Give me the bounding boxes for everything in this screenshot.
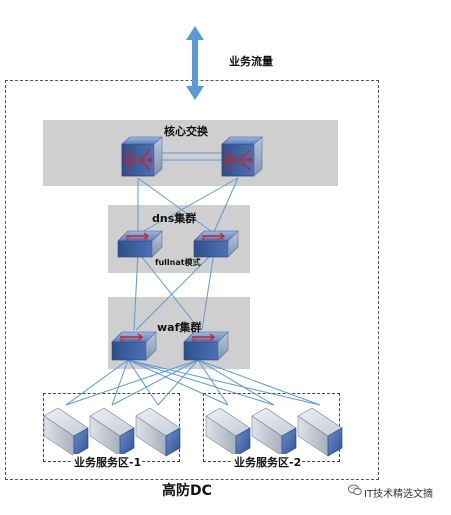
fullnat-mode-label: fullnat模式 <box>155 258 201 267</box>
server-icon <box>135 407 181 457</box>
link-lines <box>65 152 321 406</box>
waf-server-link <box>111 359 129 406</box>
core-dns-link <box>213 177 239 233</box>
waf-server-link <box>197 359 275 406</box>
waf-server-link <box>65 359 199 406</box>
dns-waf-link <box>137 251 201 331</box>
waf-server-link <box>127 359 275 406</box>
server-icon <box>89 407 135 457</box>
server-icon <box>297 407 343 457</box>
core-switch-label: 核心交换 <box>164 125 208 138</box>
waf-server-link <box>197 359 229 406</box>
dns-waf-link <box>133 251 139 331</box>
server-zone-1-label: 业务服务区-1 <box>73 454 143 470</box>
core-dns-link <box>137 177 213 233</box>
dns-waf-link <box>135 251 215 331</box>
dns-switch-1-icon <box>117 230 163 258</box>
waf-switch-1-icon <box>111 331 157 361</box>
waf-cluster-label: waf集群 <box>157 321 202 334</box>
dns-switch-2-icon <box>193 230 239 258</box>
waf-server-link <box>65 359 129 406</box>
server-icon <box>251 407 297 457</box>
traffic-label: 业务流量 <box>229 55 273 68</box>
traffic-arrow-icon <box>186 26 204 100</box>
waf-switch-2-icon <box>183 331 229 361</box>
waf-server-link <box>127 359 321 406</box>
server-zone-2-label: 业务服务区-2 <box>233 454 303 470</box>
dc-label: 高防DC <box>162 483 212 499</box>
core-switch-1-icon <box>121 136 163 177</box>
wechat-icon <box>348 484 362 495</box>
core-switch-2-icon <box>221 136 263 177</box>
waf-server-link <box>127 359 159 406</box>
dns-waf-link <box>201 251 215 331</box>
server-icon <box>205 407 251 457</box>
waf-server-link <box>111 359 199 406</box>
server-icon <box>43 407 89 457</box>
waf-server-link <box>157 359 199 406</box>
watermark-text: IT技术精选文摘 <box>364 489 434 500</box>
device-nodes <box>43 136 343 457</box>
core-dns-link <box>141 177 239 233</box>
waf-server-link <box>197 359 321 406</box>
dns-cluster-label: dns集群 <box>152 212 197 225</box>
